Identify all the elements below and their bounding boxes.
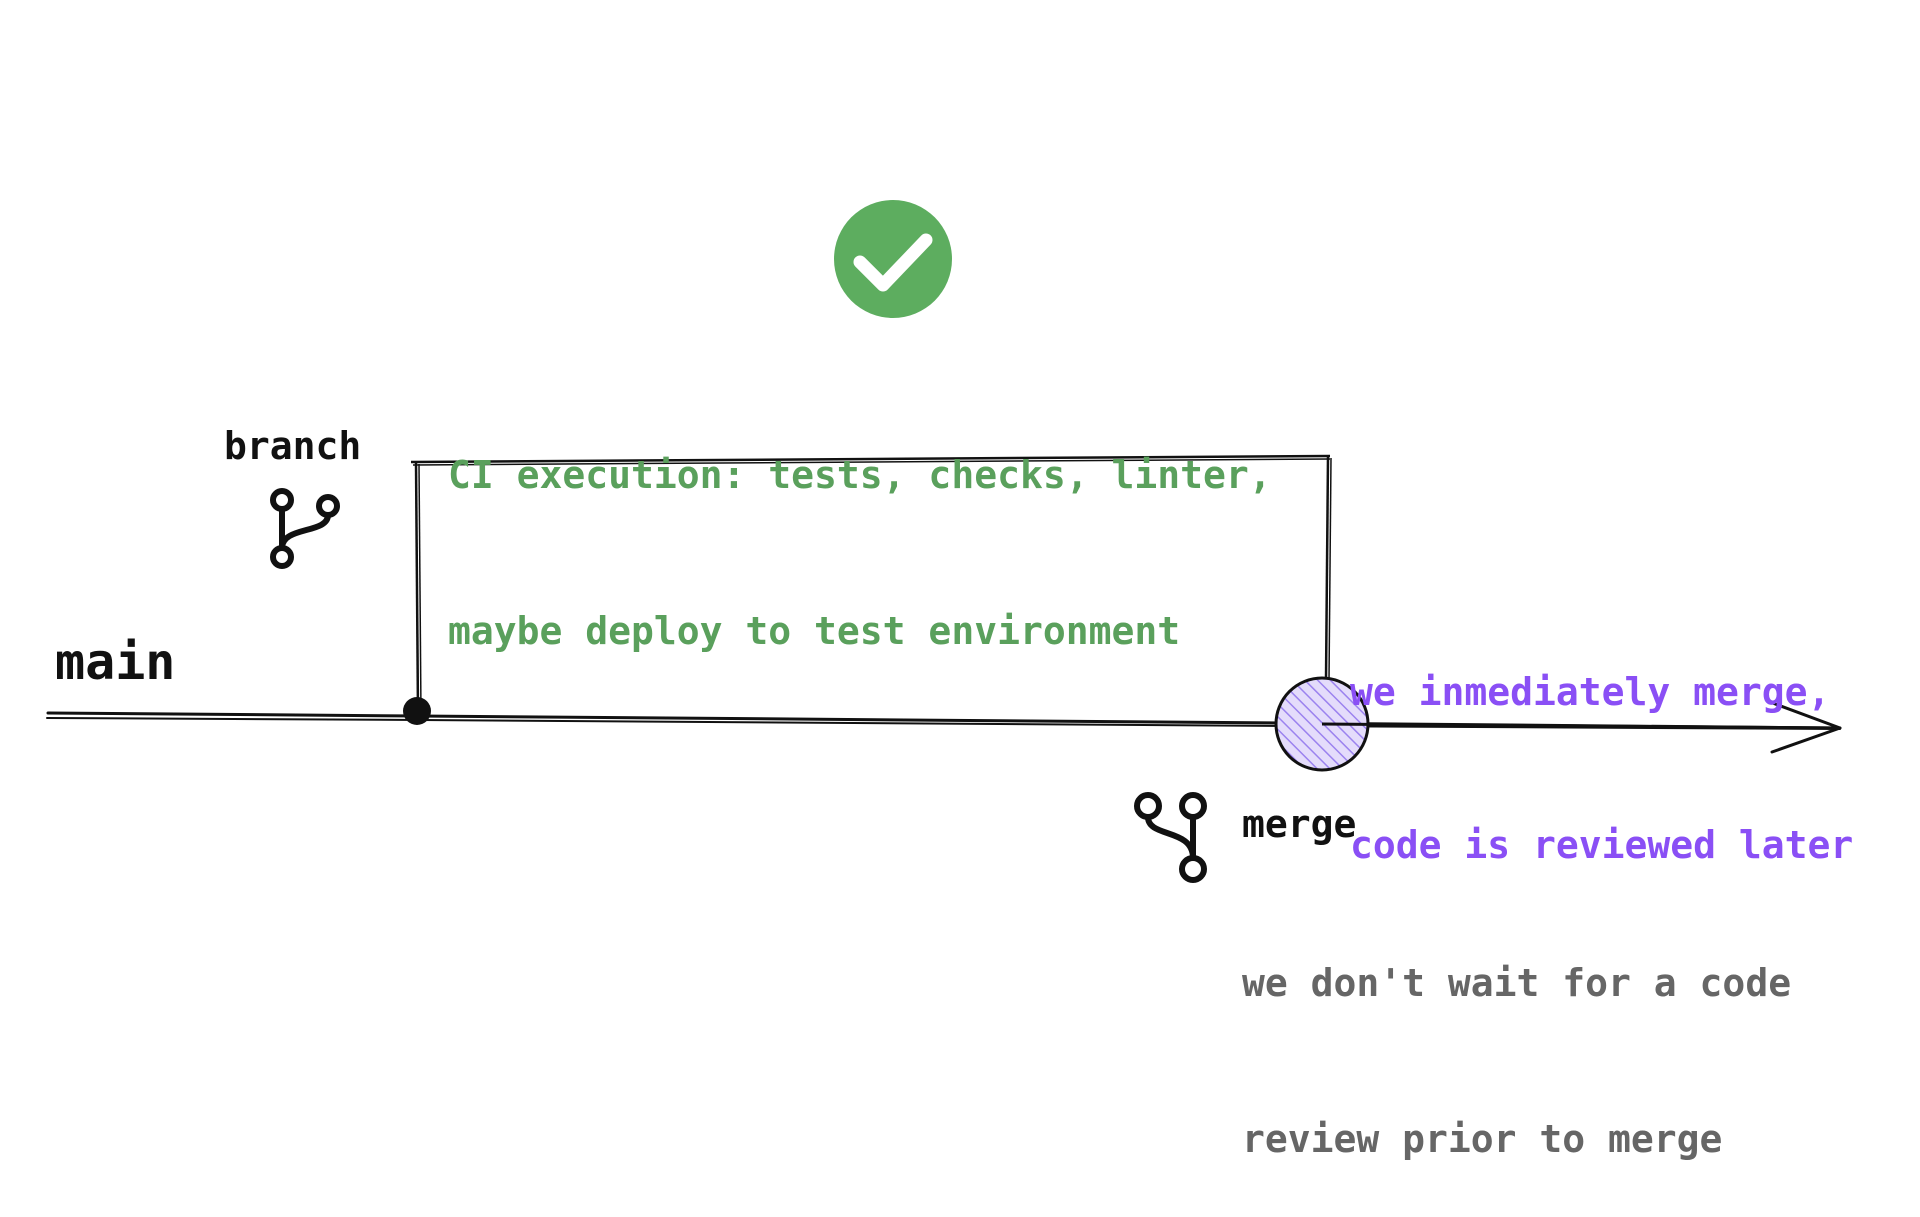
branch-connector	[410, 454, 1332, 715]
ci-text-line: maybe deploy to test environment	[448, 609, 1181, 653]
ci-execution-text: CI execution: tests, checks, linter, may…	[448, 345, 1272, 709]
merge-description-text: we don't wait for a code review prior to…	[1242, 853, 1791, 1217]
merge-note-line: code is reviewed later	[1350, 823, 1854, 867]
merge-label: merge	[1242, 802, 1357, 846]
branch-point	[403, 697, 431, 725]
merge-point	[1274, 676, 1841, 772]
branch-label: branch	[224, 424, 362, 468]
ci-text-line: CI execution: tests, checks, linter,	[448, 453, 1272, 497]
merge-note-line: we inmediately merge,	[1350, 670, 1831, 714]
merge-description-line: review prior to merge	[1242, 1117, 1723, 1161]
merge-description-line: we don't wait for a code	[1242, 961, 1792, 1005]
main-branch-label: main	[55, 633, 176, 691]
merge-note-text: we inmediately merge, code is reviewed l…	[1350, 565, 1853, 922]
git-branch-icon	[270, 488, 340, 569]
check-circle-icon	[834, 200, 952, 318]
timeline-diagram	[46, 200, 1842, 883]
git-merge-icon	[1134, 792, 1207, 883]
